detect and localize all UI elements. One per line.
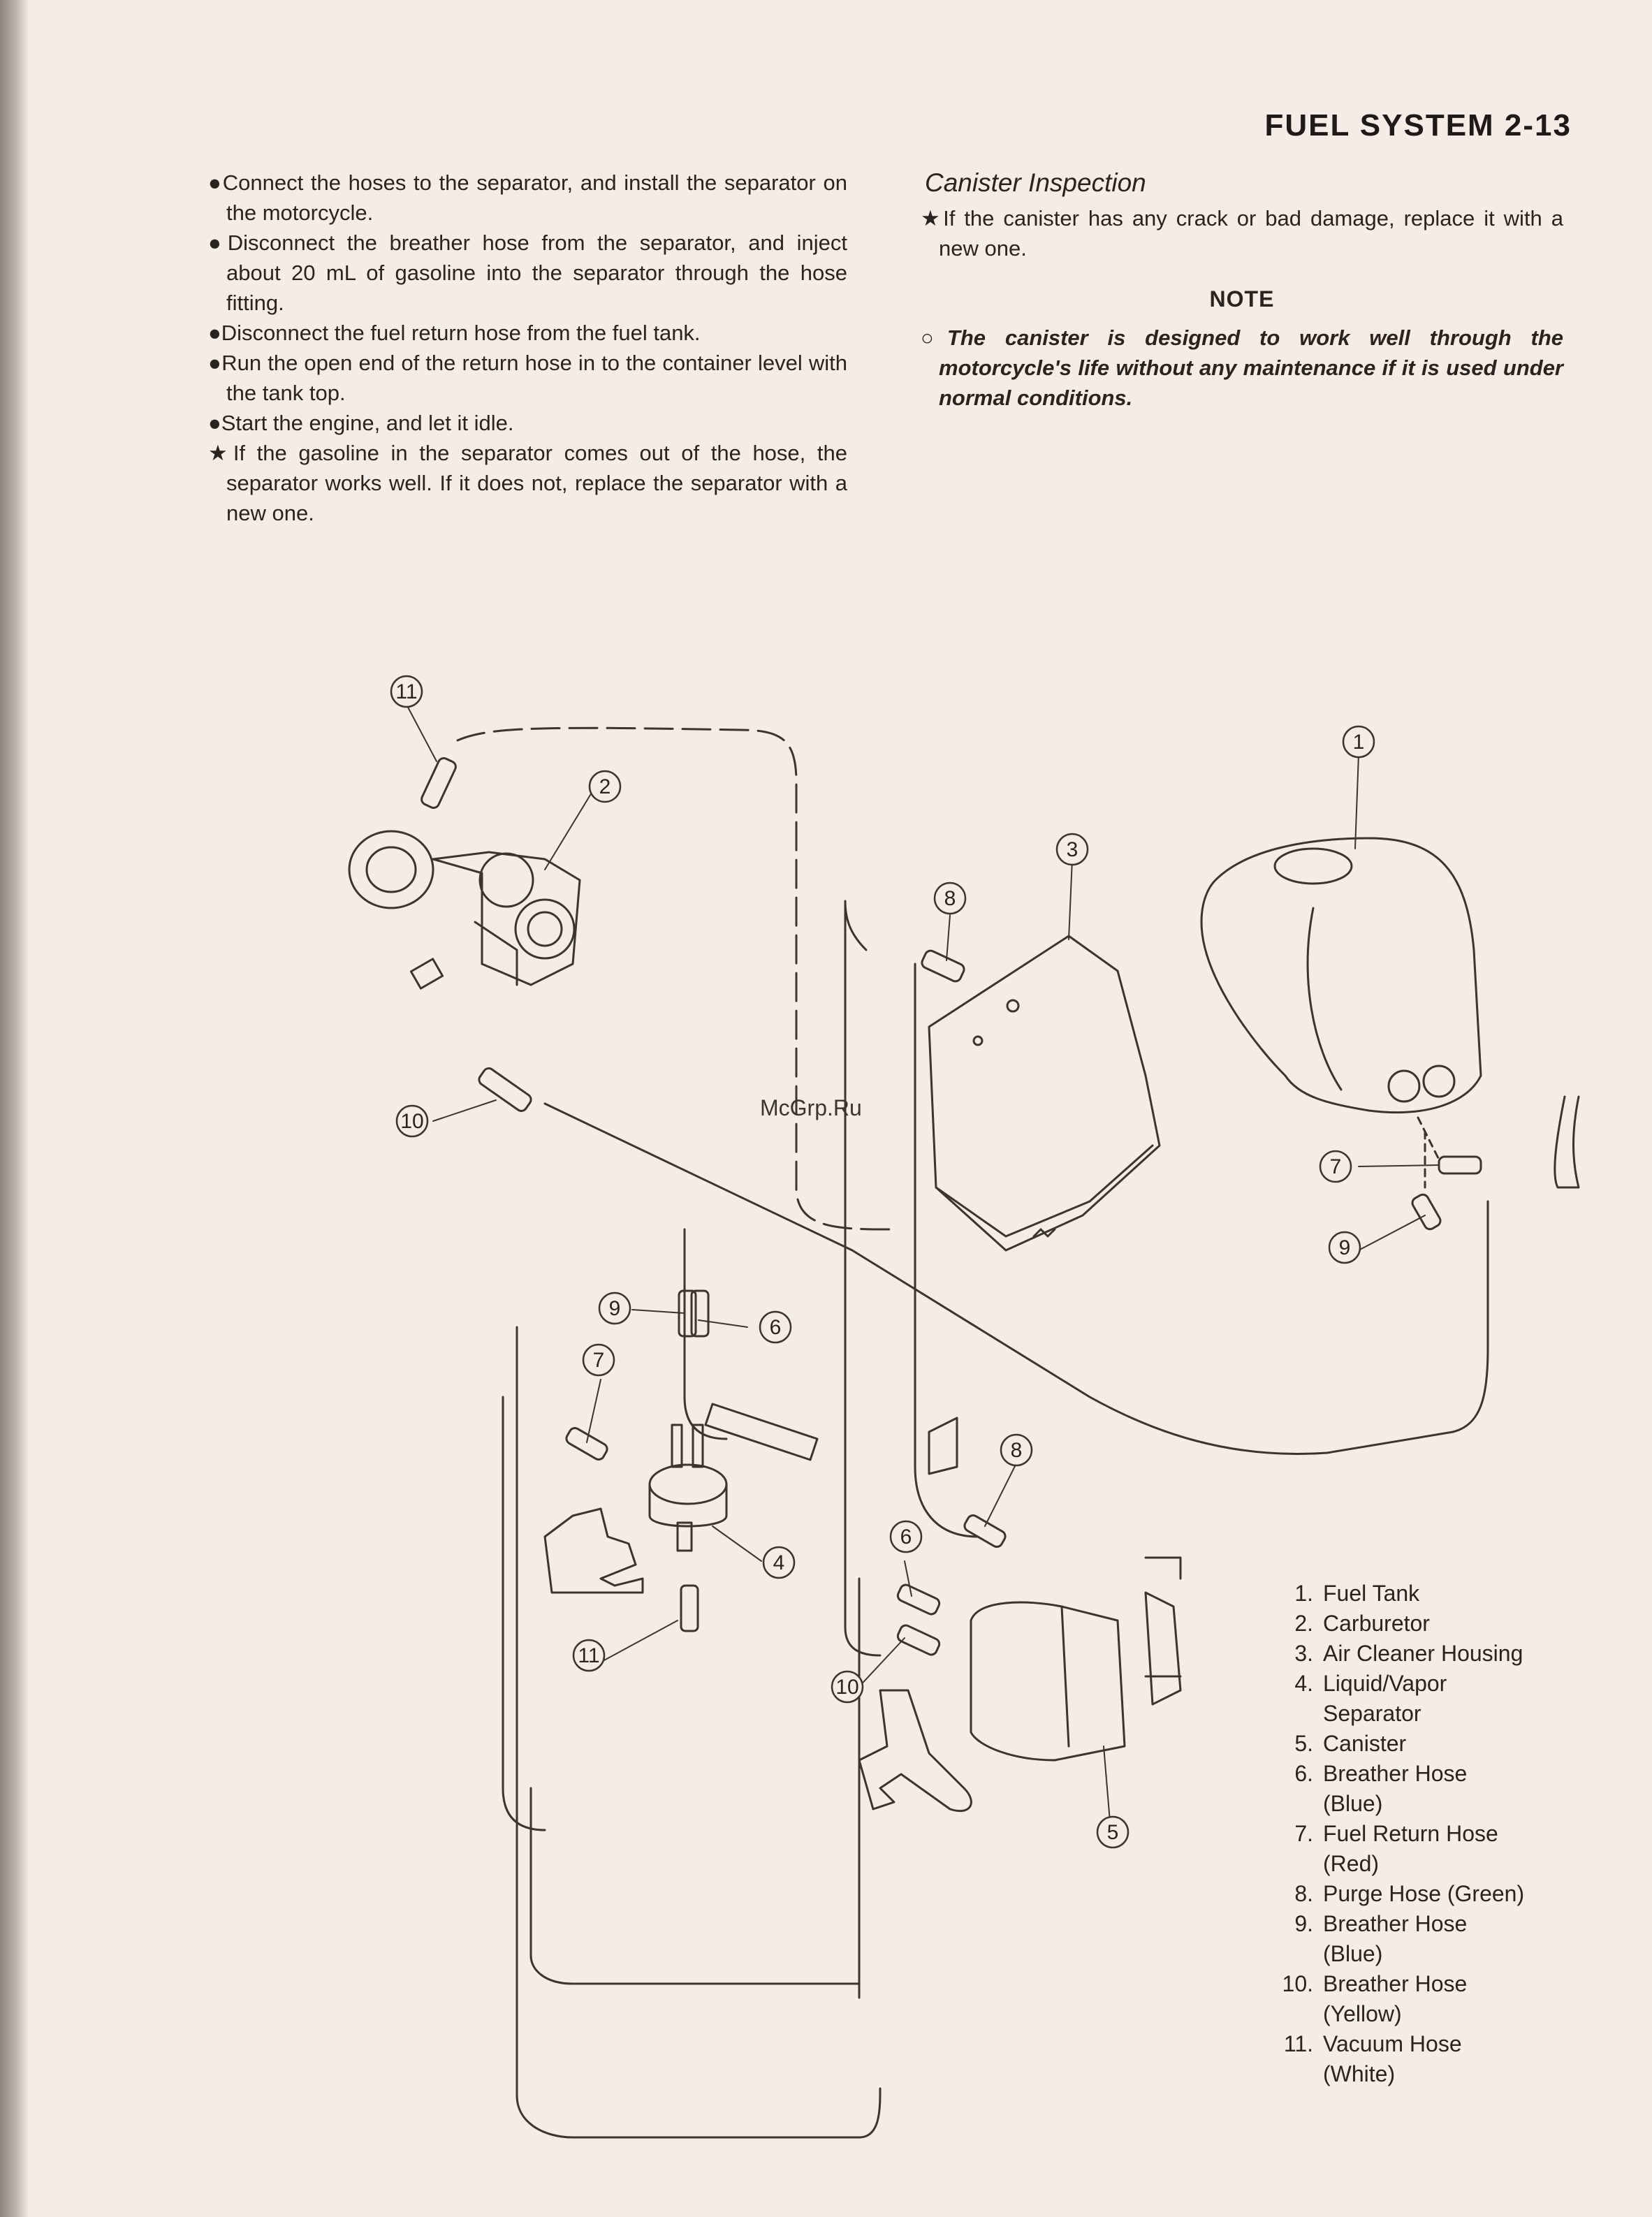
svg-text:11: 11 [578, 1644, 599, 1667]
legend-item: 1.Fuel Tank [1294, 1581, 1420, 1606]
callout-8-lower: 8 [1000, 1433, 1033, 1467]
svg-text:9: 9 [609, 1297, 621, 1320]
step-item: ★If the gasoline in the separator comes … [208, 441, 847, 525]
svg-text:6: 6 [770, 1316, 782, 1339]
vacuum-hose-lower [680, 1584, 699, 1632]
callout-2: 2 [588, 770, 622, 803]
step-item: ●Start the engine, and let it idle. [208, 411, 514, 435]
callout-9-separator: 9 [598, 1292, 631, 1325]
callout-10-lower: 10 [831, 1670, 864, 1704]
hose-routing-top [456, 726, 896, 1231]
svg-text:10: 10 [400, 1110, 423, 1133]
right-column: Canister Inspection ★If the canister has… [921, 168, 1563, 413]
carburetor-part [348, 830, 581, 990]
callout-4: 4 [762, 1546, 796, 1579]
callout-7-tank: 7 [1319, 1150, 1352, 1183]
svg-text:7: 7 [1330, 1155, 1342, 1178]
section-title: Canister Inspection [925, 168, 1146, 197]
page-header: FUEL SYSTEM 2-13 [1264, 108, 1572, 142]
svg-text:6: 6 [900, 1525, 912, 1549]
callout-11-top: 11 [390, 675, 423, 708]
svg-text:2: 2 [599, 775, 611, 798]
canister-part [970, 1556, 1182, 1762]
step-item: ●Run the open end of the return hose in … [208, 351, 847, 405]
svg-text:11: 11 [395, 680, 417, 703]
svg-text:1: 1 [1353, 731, 1365, 754]
fuel-return-hose-tank [1438, 1155, 1482, 1175]
purge-hose-canister [963, 1514, 1007, 1548]
callout-6-lower: 6 [889, 1520, 923, 1553]
svg-text:7: 7 [593, 1349, 605, 1372]
svg-text:5: 5 [1107, 1821, 1119, 1844]
legend-item: 3.Air Cleaner Housing [1294, 1641, 1523, 1666]
svg-text:8: 8 [1011, 1439, 1023, 1462]
note-heading: NOTE [1209, 286, 1275, 312]
legend-item: 9.Breather Hose (Blue) [1294, 1911, 1468, 1966]
breather-hose-upper [478, 1067, 532, 1112]
fuel-tank-part [1200, 837, 1482, 1113]
callout-1: 1 [1342, 725, 1375, 759]
step-item: ●Connect the hoses to the separator, and… [208, 170, 847, 225]
callout-6-upper: 6 [759, 1310, 792, 1344]
svg-text:10: 10 [835, 1676, 858, 1699]
step-item: ★If the canister has any crack or bad da… [921, 206, 1563, 261]
callout-3: 3 [1055, 833, 1089, 866]
left-column: ●Connect the hoses to the separator, and… [208, 168, 847, 528]
svg-text:9: 9 [1339, 1236, 1351, 1259]
air-cleaner-housing-part [928, 935, 1161, 1252]
callout-5: 5 [1096, 1815, 1130, 1849]
hose-routing-left [516, 1326, 882, 2139]
breather-hose-separator-top-2 [690, 1289, 710, 1338]
legend-item: 11.Vacuum Hose (White) [1283, 2031, 1462, 2086]
hose-routing-tank [543, 1102, 1489, 1456]
purge-hose-top [921, 949, 965, 983]
legend-item: 7.Fuel Return Hose (Red) [1294, 1821, 1498, 1876]
step-item: ●Disconnect the breather hose from the s… [208, 231, 847, 315]
fuel-return-hose-separator [565, 1427, 608, 1461]
separator-bracket [543, 1507, 644, 1594]
callout-leader-lines [404, 701, 1440, 1831]
svg-text:8: 8 [944, 887, 956, 910]
step-item: ●Disconnect the fuel return hose from th… [208, 321, 701, 345]
legend-item: 6.Breather Hose (Blue) [1294, 1761, 1468, 1816]
svg-text:4: 4 [773, 1551, 785, 1574]
callout-9-tank: 9 [1328, 1231, 1361, 1264]
svg-text:3: 3 [1067, 838, 1079, 861]
legend-item: 8.Purge Hose (Green) [1294, 1881, 1525, 1906]
legend-item: 10.Breather Hose (Yellow) [1282, 1971, 1468, 2026]
note-body: ○The canister is designed to work well t… [921, 325, 1564, 410]
callout-10-upper: 10 [395, 1104, 429, 1138]
hose-routing-lower [502, 1396, 546, 1831]
parts-legend: 1.Fuel Tank 2.Carburetor 3.Air Cleaner H… [1264, 1579, 1572, 2089]
hose-routing-center [844, 900, 882, 1657]
hose-clip [928, 1417, 958, 1475]
watermark: McGrp.Ru [760, 1095, 862, 1120]
hose-routing-bottom [529, 1787, 861, 1985]
legend-item: 4.Liquid/Vapor Separator [1294, 1671, 1447, 1726]
legend-item: 5.Canister [1294, 1731, 1407, 1756]
liquid-vapor-separator-part [648, 1403, 819, 1552]
breather-hose-canister [896, 1583, 941, 1616]
canister-bracket [858, 1689, 972, 1813]
callout-7-separator: 7 [582, 1343, 615, 1377]
legend-item: 2.Carburetor [1294, 1611, 1430, 1636]
callout-11-lower: 11 [572, 1639, 606, 1672]
breather-hose-canister-2 [896, 1624, 941, 1656]
page-binding-shadow [0, 0, 28, 2217]
callout-8-top: 8 [933, 881, 967, 915]
vacuum-hose-top [421, 757, 457, 809]
breather-hose-separator-top [678, 1289, 697, 1338]
breather-hose-tank [1411, 1193, 1442, 1231]
hose-routing-purge [914, 963, 979, 1538]
